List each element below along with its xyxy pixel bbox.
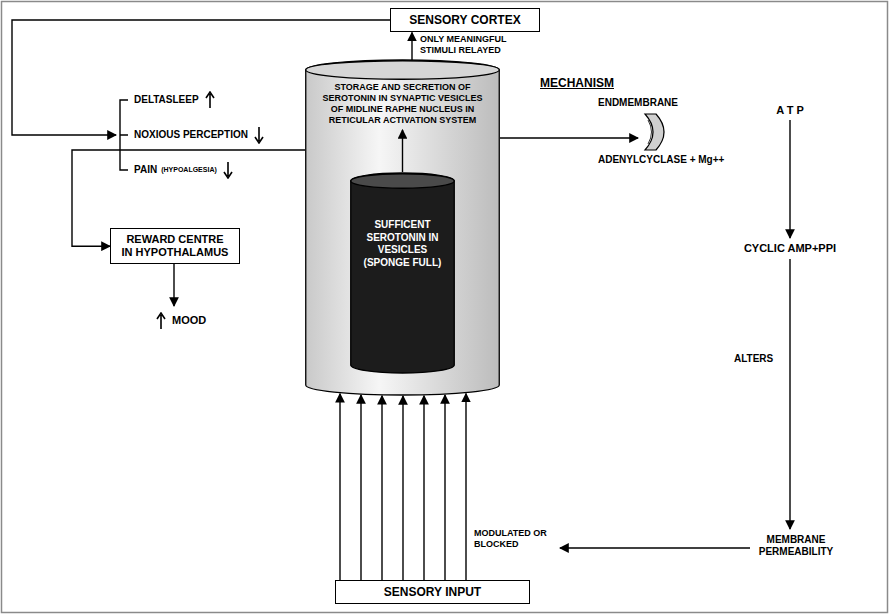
molecule-label: CYCLIC AMP+PPI [720,242,860,255]
increase-arrow [205,91,215,109]
molecule-label-text: A T P [776,104,804,116]
effect-note: (HYPOALGESIA) [161,166,217,174]
connector-line [339,394,340,580]
effect-row: DELTASLEEP [134,91,221,109]
connector [340,394,466,580]
arrow-symbol [224,162,232,178]
effect-note-text: MODULATED OR BLOCKED [474,528,547,549]
cortex-box: SENSORY CORTEX [390,8,540,32]
section-heading: MECHANISM [540,76,614,90]
alters-arrow [789,259,790,529]
permeability-arrow [560,547,750,548]
membrane-symbol [645,114,664,150]
connector-line [444,395,445,580]
connector-line [402,396,403,580]
mood-label: MOOD [172,314,206,327]
arrow-symbol [255,127,263,143]
part-label: ENDMEMBRANE [598,97,678,109]
edge-label: ONLY MEANINGFUL STIMULI RELAYED [420,34,520,56]
cylinder-top [306,61,500,80]
input-box: SENSORY INPUT [335,580,530,604]
effect-row: PAIN (HYPOALGESIA) [134,161,239,179]
connector-line [360,395,361,580]
cylinder-outline [350,173,455,373]
box-label: REWARD CENTRE IN HYPOTHALAMUS [120,233,230,259]
arrow-symbol [157,313,165,329]
cylinder-label: STORAGE AND SECRETION OF SEROTONIN IN SY… [322,82,483,126]
increase-arrow [156,312,166,330]
atp-arrow [789,120,790,238]
membrane-detail [648,120,652,144]
effect-label: NOXIOUS PERCEPTION [134,129,248,141]
effect-label: PAIN [134,164,157,176]
section-heading-text: MECHANISM [540,76,614,90]
reward-box: REWARD CENTRE IN HYPOTHALAMUS [110,228,240,264]
connector-line [465,394,466,580]
arrow-symbol [206,92,214,108]
mood-arrow [173,263,174,306]
cylinder-body [306,60,500,395]
enzyme-label: ADENYLCYCLASE + Mg++ [598,154,724,166]
cylinder-body [351,173,455,373]
vesicle-cylinder: SUFFICENT SEROTONIN IN VESICLES (SPONGE … [350,173,455,373]
result-label: MEMBRANE PERMEABILITY [755,534,837,558]
effect-note: MODULATED OR BLOCKED [474,528,556,550]
vesicle-arrow [402,130,403,172]
box-label: SENSORY INPUT [384,585,481,599]
edge-label-text: ONLY MEANINGFUL STIMULI RELAYED [420,34,506,55]
effects-bracket [120,100,128,170]
decrease-arrow [254,126,264,144]
enzyme-label-text: ADENYLCYCLASE + Mg++ [598,154,724,165]
connector-line [423,396,424,580]
vesicle-label: SUFFICENT SEROTONIN IN VESICLES (SPONGE … [358,219,447,269]
raphe-cylinder: STORAGE AND SECRETION OF SEROTONIN IN SY… [305,60,500,395]
result-label-text: MEMBRANE PERMEABILITY [759,534,833,557]
cylinder-top [351,174,455,189]
box-label: SENSORY CORTEX [409,13,520,27]
molecule-label: A T P [750,104,830,117]
molecule-label-text: CYCLIC AMP+PPI [744,242,836,254]
step-label: ALTERS [734,353,773,365]
connector-line [381,396,382,580]
step-label-text: ALTERS [734,353,773,364]
connector-line [411,32,412,61]
mechanism-arrow [500,137,638,138]
effect-row: MOOD [150,312,206,330]
effect-row: NOXIOUS PERCEPTION [134,126,270,144]
connector [412,32,413,61]
decrease-arrow [223,161,233,179]
effect-label: DELTASLEEP [134,94,199,106]
part-label-text: ENDMEMBRANE [598,97,678,108]
